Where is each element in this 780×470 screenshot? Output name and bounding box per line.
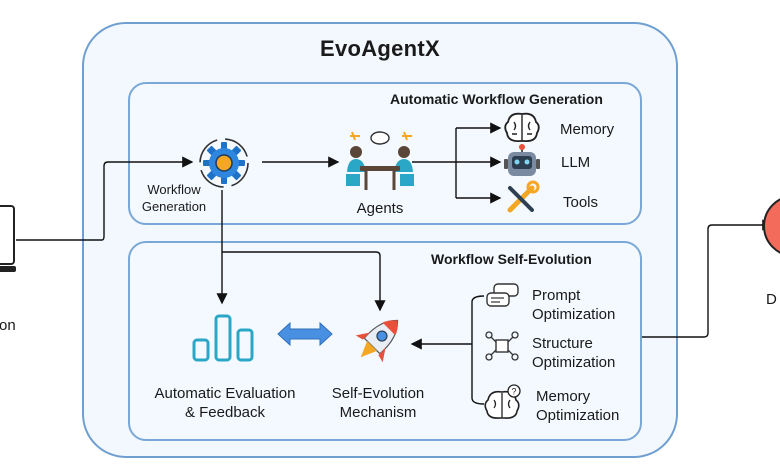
tools-label: Tools <box>563 194 599 211</box>
evolution-section-title: Workflow Self-Evolution <box>431 251 592 267</box>
input-label-partial: on <box>0 317 16 334</box>
structure-optimization-text: Structure Optimization <box>532 335 616 371</box>
mechanism-arrow <box>222 251 386 312</box>
mechanism-label: Self-Evolution Mechanism <box>331 385 425 421</box>
output-icon <box>763 198 780 254</box>
prompt-icon <box>486 283 519 307</box>
workflow-generation-label: Workflow Generation <box>141 182 207 214</box>
laptop-icon <box>0 205 16 272</box>
prompt-optimization-label: Prompt Optimization <box>532 286 628 324</box>
evaluation-label: Automatic Evaluation & Feedback <box>154 385 296 421</box>
bar-chart-icon <box>192 314 254 362</box>
tools-icon <box>507 180 540 213</box>
llm-label: LLM <box>561 154 591 171</box>
memory-optimization-label: Memory Optimization <box>536 387 632 425</box>
memory-label: Memory <box>560 121 615 138</box>
double-arrow-icon <box>277 321 333 347</box>
input-arrow <box>16 156 194 241</box>
svg-text:?: ? <box>511 387 516 397</box>
structure-icon <box>485 331 519 361</box>
agents-icon <box>346 131 414 190</box>
prompt-optimization-text: Prompt Optimization <box>532 287 616 323</box>
robot-icon <box>504 144 540 176</box>
brain-icon <box>504 112 540 142</box>
output-arrow <box>642 219 774 338</box>
diagram-title: EvoAgentX <box>319 36 441 61</box>
rocket-icon <box>355 319 399 363</box>
agents-label: Agents <box>356 200 404 217</box>
memory-brain-icon: ? <box>484 384 521 419</box>
memory-optimization-text: Memory Optimization <box>536 388 620 424</box>
generation-section-title: Automatic Workflow Generation <box>390 91 603 107</box>
gear-icon <box>199 138 249 188</box>
structure-optimization-label: Structure Optimization <box>532 334 628 372</box>
output-label-partial: D <box>766 291 777 308</box>
